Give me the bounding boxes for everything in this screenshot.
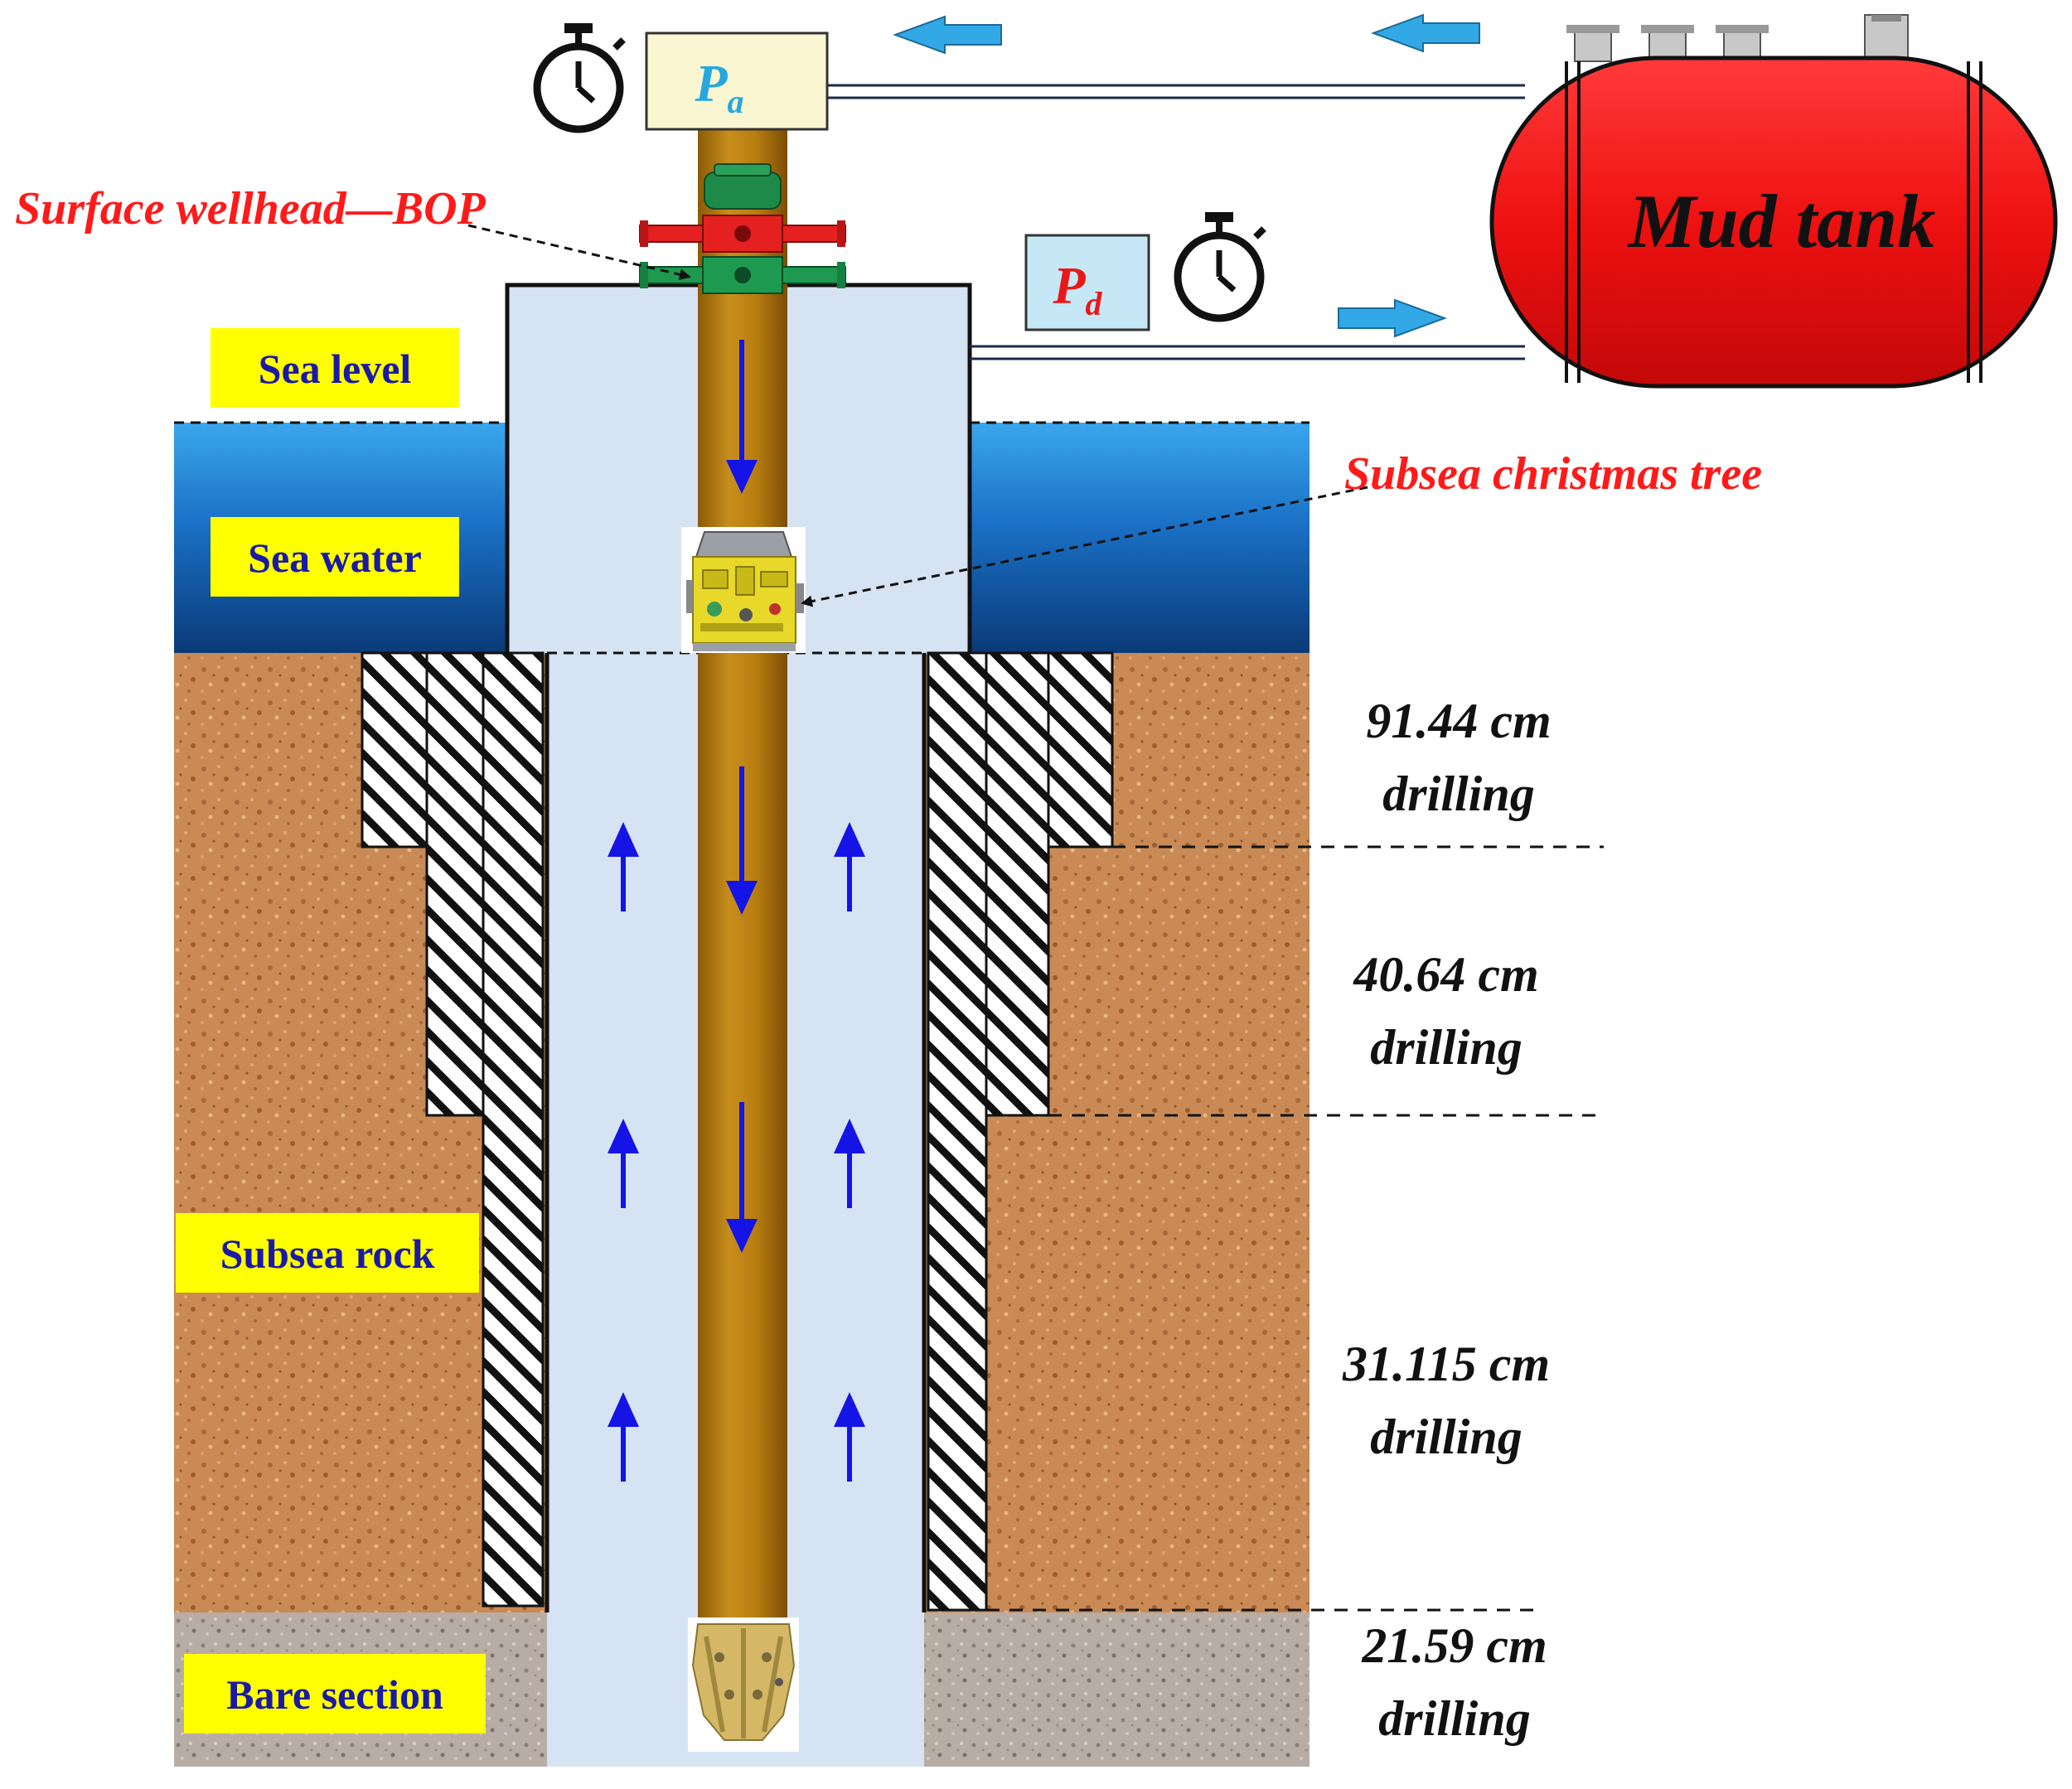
drilling-size-2: 40.64 cm [1353,947,1538,1002]
christmas-tree-leader [801,486,1368,607]
drilling-label-2: 40.64 cm drilling [1353,947,1538,1075]
flow-arrow-up [834,822,865,911]
supply-pipe [970,345,1525,360]
subsea-rock-label: Subsea rock [220,1231,435,1277]
drilling-word-3: drilling [1370,1409,1522,1464]
pa-label: Pa [694,54,743,120]
casing-surface-right [985,651,1050,1117]
surface-wellhead-label: Surface wellhead—BOP [15,183,487,235]
pipe-arrow-right [1338,298,1447,338]
drilling-word-1: drilling [1382,766,1534,821]
sea-level-label: Sea level [259,346,412,392]
pipe-arrow-left [893,15,1002,55]
flow-arrow-up [608,822,639,911]
sea-water-label: Sea water [248,534,422,581]
bare-section-label: Bare section [226,1671,443,1718]
sea-water-right [970,423,1310,653]
stopwatch-icon [1174,212,1266,322]
casing-conductor-right [1047,651,1114,849]
upflow-arrows [608,822,865,1482]
sea-level-label-bg [211,328,459,408]
casing-surface-left [425,651,485,1117]
drilling-word-2: drilling [1370,1020,1522,1075]
bop-leader [467,224,691,281]
casing-intermediate-left [482,651,545,1608]
bop-icon [639,163,846,294]
downflow-arrows [726,340,758,1253]
casing-conductor-left [361,651,428,849]
sea-water-label-bg [211,517,459,597]
christmas-tree-icon [681,527,806,653]
drilling-size-1: 91.44 cm [1366,694,1551,748]
flow-arrow-down [726,1102,758,1253]
subsea-rock-label-bg [176,1213,479,1293]
drilling-label-4: 21.59 cm drilling [1361,1618,1547,1746]
pipe-flow-arrows [893,13,1480,338]
pd-label: Pd [1052,256,1102,322]
casing-intermediate-right [927,651,988,1612]
casing-string [361,651,1114,1612]
drilling-size-4: 21.59 cm [1361,1618,1547,1673]
flow-arrow-up [608,1119,639,1208]
bare-section-label-bg [184,1654,486,1733]
drilling-word-4: drilling [1378,1691,1530,1746]
pressure-gauge-pd [1024,234,1150,331]
flow-arrow-down [726,340,758,494]
flow-arrow-up [834,1392,865,1482]
flow-arrow-down [726,766,758,915]
stopwatch-icon [533,23,626,133]
mud-tank-label: Mud tank [1627,179,1936,264]
mud-tank: Mud tank [1489,14,2058,389]
pipe-arrow-left [1371,13,1480,53]
bare-rock-right [924,1613,1310,1767]
drill-bit-icon [688,1617,799,1752]
flow-arrow-up [834,1119,865,1208]
christmas-tree-label: Subsea christmas tree [1344,448,1762,500]
drilling-label-3: 31.115 cm drilling [1342,1337,1550,1464]
return-pipe [827,84,1525,99]
drilling-label-1: 91.44 cm drilling [1366,694,1551,821]
pressure-gauge-pa [645,31,829,131]
drilling-size-3: 31.115 cm [1342,1337,1550,1391]
flow-arrow-up [608,1392,639,1482]
